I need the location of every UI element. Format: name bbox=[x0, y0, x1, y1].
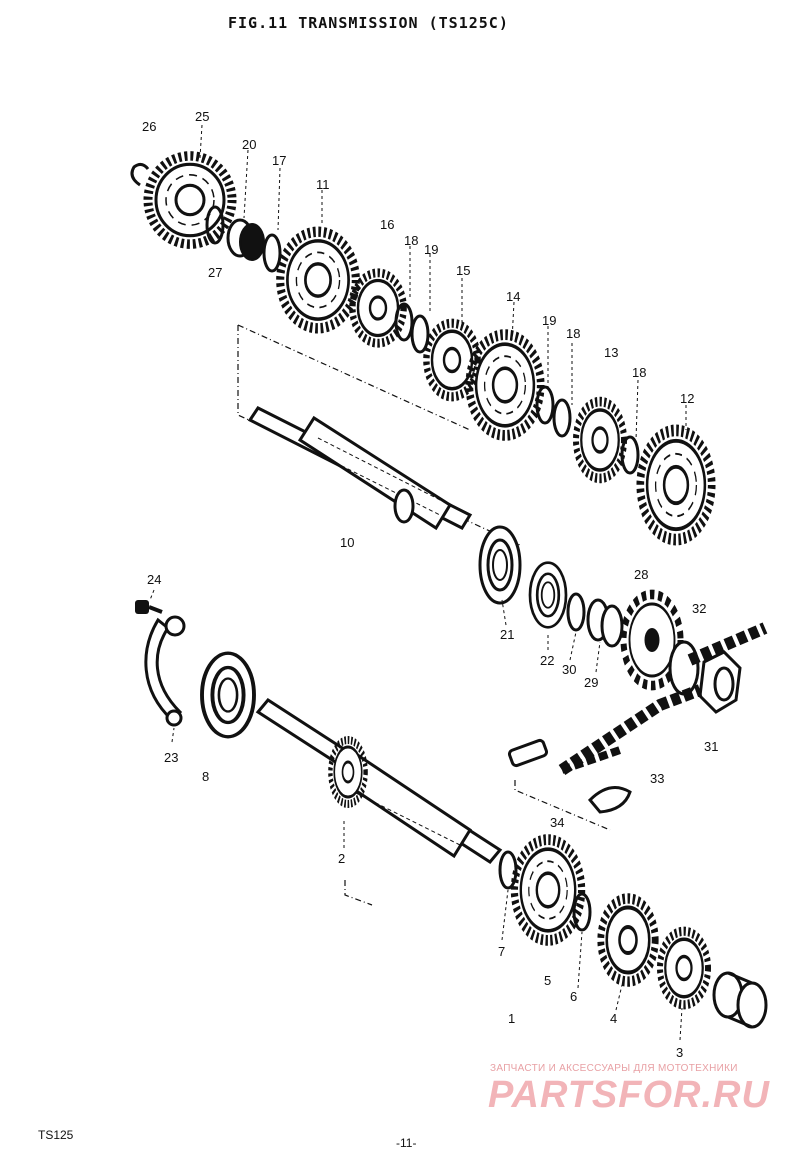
lock-washer-32 bbox=[668, 640, 700, 696]
callout-30: 30 bbox=[562, 662, 577, 677]
gear-25 bbox=[148, 156, 232, 244]
callout-32: 32 bbox=[692, 601, 707, 616]
gear-13 bbox=[576, 402, 624, 479]
callout-14: 14 bbox=[506, 289, 521, 304]
callout-24: 24 bbox=[147, 572, 162, 587]
spacer-29 bbox=[586, 598, 624, 648]
callout-8: 8 bbox=[202, 769, 210, 784]
nut-31 bbox=[698, 650, 742, 714]
axis-guide-lower bbox=[344, 880, 373, 906]
washer-18-c bbox=[620, 435, 640, 475]
gear-16 bbox=[352, 273, 403, 343]
callout-21: 21 bbox=[500, 627, 515, 642]
page-number: -11- bbox=[396, 1136, 417, 1150]
bush-1 bbox=[712, 971, 768, 1029]
callout-18-a: 18 bbox=[404, 233, 419, 248]
gear-14 bbox=[469, 335, 540, 436]
callout-26: 26 bbox=[142, 119, 157, 134]
bush-20 bbox=[226, 218, 265, 261]
gear-11 bbox=[280, 232, 356, 329]
callout-16: 16 bbox=[380, 217, 395, 232]
watermark-logo: PARTSFOR.RU bbox=[488, 1074, 770, 1116]
oil-seal-22 bbox=[528, 561, 568, 629]
sprocket-28 bbox=[620, 589, 684, 691]
callout-15: 15 bbox=[456, 263, 471, 278]
bearing-8 bbox=[200, 651, 256, 739]
callout-31: 31 bbox=[704, 739, 719, 754]
drive-shaft bbox=[247, 406, 473, 531]
callout-25: 25 bbox=[195, 109, 210, 124]
leader-lines bbox=[149, 124, 687, 1041]
callout-11: 11 bbox=[316, 177, 330, 192]
callout-17: 17 bbox=[272, 153, 287, 168]
callout-34: 34 bbox=[550, 815, 565, 830]
axis-guide-upper bbox=[237, 325, 521, 546]
callout-23: 23 bbox=[164, 750, 179, 765]
model-footer: TS125 bbox=[38, 1128, 74, 1142]
bearing-21 bbox=[478, 525, 522, 605]
callout-3: 3 bbox=[676, 1045, 684, 1060]
chain-joint-34 bbox=[507, 738, 632, 831]
washer-17 bbox=[262, 233, 282, 273]
gear-4 bbox=[601, 898, 655, 981]
callout-5: 5 bbox=[544, 973, 552, 988]
callout-18-b: 18 bbox=[566, 326, 581, 341]
bearing-retainer-23 bbox=[144, 615, 186, 727]
o-ring-30 bbox=[566, 592, 586, 632]
callout-1: 1 bbox=[508, 1011, 516, 1026]
callout-28: 28 bbox=[634, 567, 649, 582]
callout-13: 13 bbox=[604, 345, 619, 360]
callout-18-c: 18 bbox=[632, 365, 647, 380]
drive-chain-33 bbox=[558, 622, 768, 776]
circlip-19-a bbox=[410, 314, 430, 354]
gear-3 bbox=[660, 931, 708, 1005]
page-title: FIG.11 TRANSMISSION (TS125C) bbox=[228, 14, 509, 32]
callout-19-b: 19 bbox=[542, 313, 557, 328]
washer-7 bbox=[498, 850, 518, 890]
gear-5 bbox=[514, 840, 581, 941]
drive-shaft-assembly bbox=[130, 156, 712, 546]
callout-2: 2 bbox=[338, 851, 346, 866]
axis-guide-upper-top bbox=[237, 324, 471, 431]
callout-7: 7 bbox=[498, 944, 506, 959]
callout-22: 22 bbox=[540, 653, 555, 668]
circlip-19-b bbox=[535, 385, 555, 425]
callout-27: 27 bbox=[208, 265, 223, 280]
callout-20: 20 bbox=[242, 137, 257, 152]
callout-4: 4 bbox=[610, 1011, 618, 1026]
callout-29: 29 bbox=[584, 675, 599, 690]
watermark-tagline: ЗАПЧАСТИ И АКСЕССУАРЫ ДЛЯ МОТОТЕХНИКИ bbox=[490, 1063, 738, 1074]
callout-6: 6 bbox=[570, 989, 578, 1004]
washer-18-b bbox=[552, 398, 572, 438]
countershaft-2 bbox=[255, 698, 503, 864]
callout-19-a: 19 bbox=[424, 242, 439, 257]
gear-12 bbox=[640, 430, 711, 539]
callout-12: 12 bbox=[680, 391, 695, 406]
callout-10: 10 bbox=[340, 535, 355, 550]
screw-24 bbox=[135, 600, 163, 614]
circlip-26 bbox=[130, 162, 150, 187]
callout-33: 33 bbox=[650, 771, 665, 786]
